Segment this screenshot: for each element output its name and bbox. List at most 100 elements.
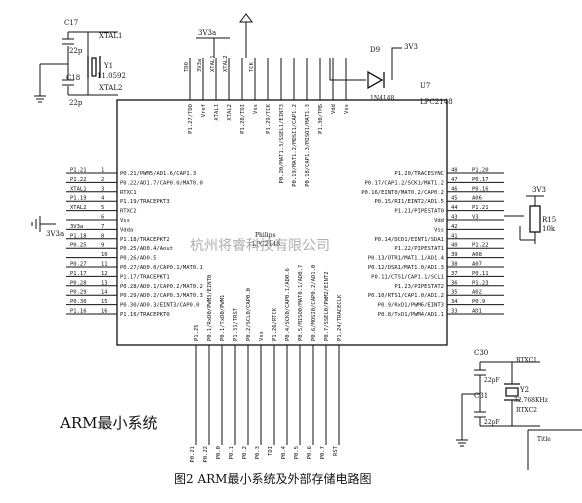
right-pin-number: 34	[451, 299, 458, 305]
left-pin-net: XTAL2	[70, 205, 87, 211]
right-pin-name: P0.13/DTR1/MAT1.1/AD1.4	[368, 256, 445, 262]
d9-net: 3V3	[404, 43, 418, 51]
left-ground-symbol	[31, 216, 56, 232]
right-pin-number: 45	[451, 196, 458, 202]
left-pin-number: 7	[101, 224, 104, 230]
top-pin-name: Vss	[253, 104, 259, 114]
top-pin-name: XTAL2	[227, 104, 233, 121]
left-pin-net: P1.18	[70, 233, 87, 239]
top-pin-name: P1.30/TMS	[318, 104, 324, 134]
bottom-pin-name: P0.1/TxD0/PWM1	[220, 295, 226, 341]
right-pin-number: 44	[451, 205, 458, 211]
left-power-section: 3V3a	[31, 216, 64, 238]
right-pin-net: P1.23	[472, 280, 489, 286]
bottom-pin-net: P0.22	[203, 446, 209, 463]
right-pin-name: P0.16/EINT0/MAT0.2/CAP0.2	[361, 190, 444, 196]
d9-ref: D9	[370, 46, 380, 54]
bottom-pin-name: P1.24/TRACECLK	[337, 294, 343, 341]
section-title: ARM最小系统	[59, 414, 158, 432]
chip-vendor: Philips	[255, 232, 276, 239]
left-pin-number: 4	[101, 196, 105, 202]
right-pin-net: A07	[472, 262, 482, 268]
right-pin-name: Vdd	[434, 218, 444, 224]
right-pin-name: P0.17/CAP1.2/SCK1/MAT1.2	[365, 180, 444, 186]
r15-resistor-symbol	[529, 205, 541, 233]
right-pin-number: 40	[451, 243, 458, 249]
bottom-pin-name: P0.6/MOSI0/CAP0.2/AD1.0	[311, 265, 317, 341]
top-pin-name: XTAL1	[214, 104, 220, 121]
left-pin-number: 10	[101, 252, 108, 258]
d9-part: 1N4148	[370, 95, 395, 102]
right-pin-net: P1.21	[472, 205, 489, 211]
bottom-pin-name: P0.4/SCK0/CAP0.1/AD0.6	[285, 268, 291, 341]
title-block-label: Title	[537, 436, 551, 443]
right-pin-name: P0.8/TxD1/PWM4/AD1.1	[378, 312, 444, 318]
c18-capacitor	[62, 70, 74, 95]
y1-crystal-symbol	[87, 56, 101, 78]
top-pin-name: Vref	[201, 104, 207, 117]
c31-ref: C31	[474, 392, 488, 400]
right-pin-number: 41	[451, 233, 458, 239]
bottom-pin-name: Vss	[259, 331, 265, 341]
left-pin-name: P1.18/TRACEPKT2	[120, 237, 170, 243]
top-pin-net: XTAL1	[210, 55, 216, 72]
chip-model: LPC2148	[252, 241, 280, 248]
left-pin-number: 2	[101, 177, 104, 183]
right-pin-net: P0.16	[472, 186, 489, 192]
left-pin-number: 16	[101, 309, 108, 315]
bottom-pin-net: P0.2	[242, 446, 248, 459]
top-power-section: 3V3a D9 3V3 1N4148	[196, 13, 418, 102]
y1-freq: 11.0592	[97, 72, 126, 80]
right-pin-net: P0.9	[472, 299, 485, 305]
left-pin-name: P0.27/AD0.0/CAP0.1/MAT0.1	[120, 265, 203, 271]
right-pin-name: P0.15/RI1/EINT2/AD1.5	[374, 199, 444, 205]
left-pin-name: Vdda	[120, 227, 133, 233]
top-pin-name: P0.19/MAT1.2/MOSI1/CAP1.2	[292, 104, 298, 187]
left-pin-number: 9	[101, 243, 104, 249]
right-pin-net: A02	[472, 290, 482, 296]
right-pin-net: P1.22	[472, 243, 489, 249]
chip-ref: U7	[420, 82, 430, 90]
r15-net: 3V3	[532, 186, 546, 194]
left-pin-net: P1.21	[70, 168, 87, 174]
chip-part: LPC2148	[420, 98, 453, 106]
left-pin-net: P1.17	[70, 271, 87, 277]
title-block-frame	[527, 429, 582, 470]
bottom-pin-group: P1.25P0.21P0.1/RxD0/PWM3/EINT0P0.22P0.1/…	[190, 265, 343, 463]
bottom-pin-net: P0.4	[281, 445, 287, 459]
crystal1-circuit: C17 22p C18 22p XTAL1 XTAL2 Y1 11.0592	[34, 19, 126, 107]
left-pin-number: 15	[101, 299, 108, 305]
figure-caption: 图2 ARM最小系统及外部存储电路图	[174, 471, 371, 486]
left-pin-number: 5	[101, 205, 104, 211]
right-pin-number: 38	[451, 262, 458, 268]
right-pin-number: 46	[451, 186, 458, 192]
left-pin-name: P0.22/AD1.7/CAP0.0/MAT0.0	[120, 180, 203, 186]
top-power-arrow	[239, 13, 253, 58]
c18-ref: C18	[66, 74, 80, 82]
y2-freq: 32.768KHz	[514, 397, 548, 404]
right-pin-number: 47	[451, 177, 458, 183]
left-pin-name: P0.29/AD0.2/CAP0.3/MAT0.3	[120, 293, 203, 299]
left-pin-number: 1	[101, 168, 104, 174]
bottom-pin-name: P0.1/RxD0/PWM3/EINT0	[207, 275, 213, 341]
bottom-pin-name: P1.31/TRST	[233, 307, 239, 341]
left-pin-net: P0.27	[70, 262, 87, 268]
right-pin-name: P0.10/RTS1/CAP1.0/AD1.2	[368, 293, 444, 299]
left-pin-number: 12	[101, 271, 108, 277]
top-pin-name: P0.18/CAP1.3/MISO1/MAT1.3	[305, 104, 311, 187]
top-left-3v3a-label: 3V3a	[198, 29, 216, 37]
left-pin-net: P0.29	[70, 290, 87, 296]
top-pin-name: Vdd	[331, 104, 337, 114]
left-pin-number: 13	[101, 280, 108, 286]
right-pin-number: 37	[451, 271, 458, 277]
left-pin-number: 14	[101, 290, 108, 296]
lpc2148-chip-body	[116, 99, 448, 346]
right-pin-net: AD1	[472, 309, 482, 315]
top-pin-name: Vss	[344, 104, 350, 114]
right-pin-net: P1.20	[472, 168, 489, 174]
left-pin-number: 8	[101, 233, 104, 239]
ground-symbol	[34, 64, 46, 103]
right-pin-number: 48	[451, 168, 458, 174]
bottom-pin-name: P0.7/SSEL0/PWM2/EINT2	[324, 271, 330, 341]
